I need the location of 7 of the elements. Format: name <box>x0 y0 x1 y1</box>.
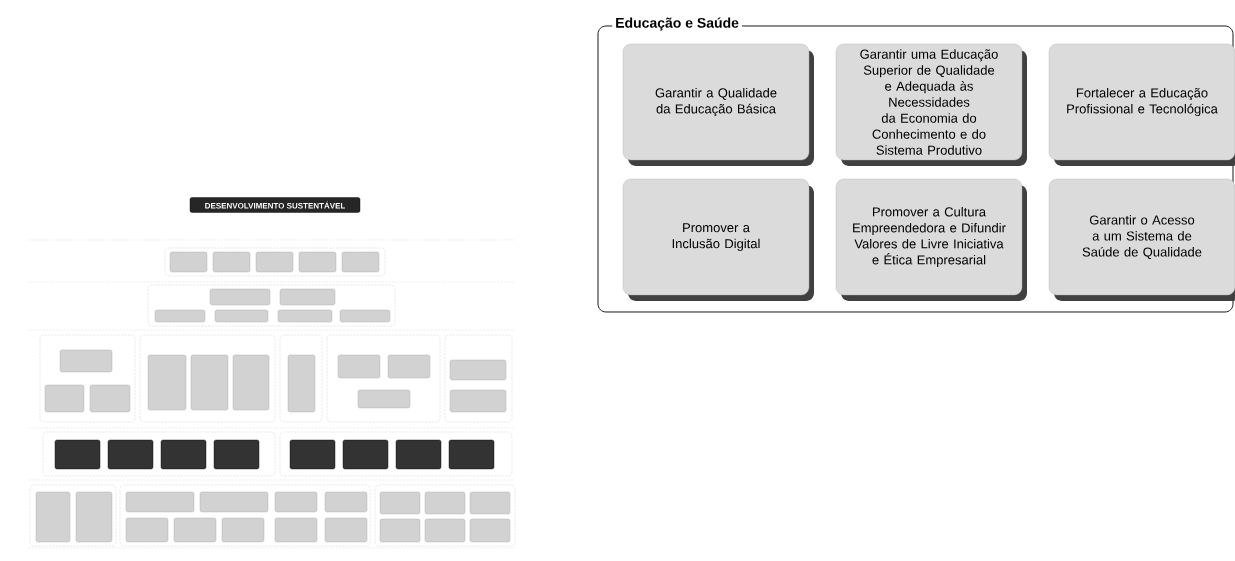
objective-box: Promover a Cultura Empreendedora e Difundir Valores de Livre Iniciativa e Ética Empresarial <box>835 178 1027 301</box>
objective-box: Garantir o Acesso a um Sistema de Saúde de Qualidade <box>1048 178 1235 301</box>
objective-box: Promover a Inclusão Digital <box>622 178 814 301</box>
title-bar: DESENVOLVIMENTO SUSTENTÁVEL <box>189 197 361 213</box>
objective-box: Garantir uma Educação Superior de Qualidade e Adequada às Necessidades da Economia do Conhecimento e do Sistema Produtivo <box>835 43 1027 166</box>
objective-box: Garantir a Qualidade da Educação Básica <box>622 43 814 166</box>
objective-box: Fortalecer a Educação Profissional e Tecnológica <box>1048 43 1235 166</box>
